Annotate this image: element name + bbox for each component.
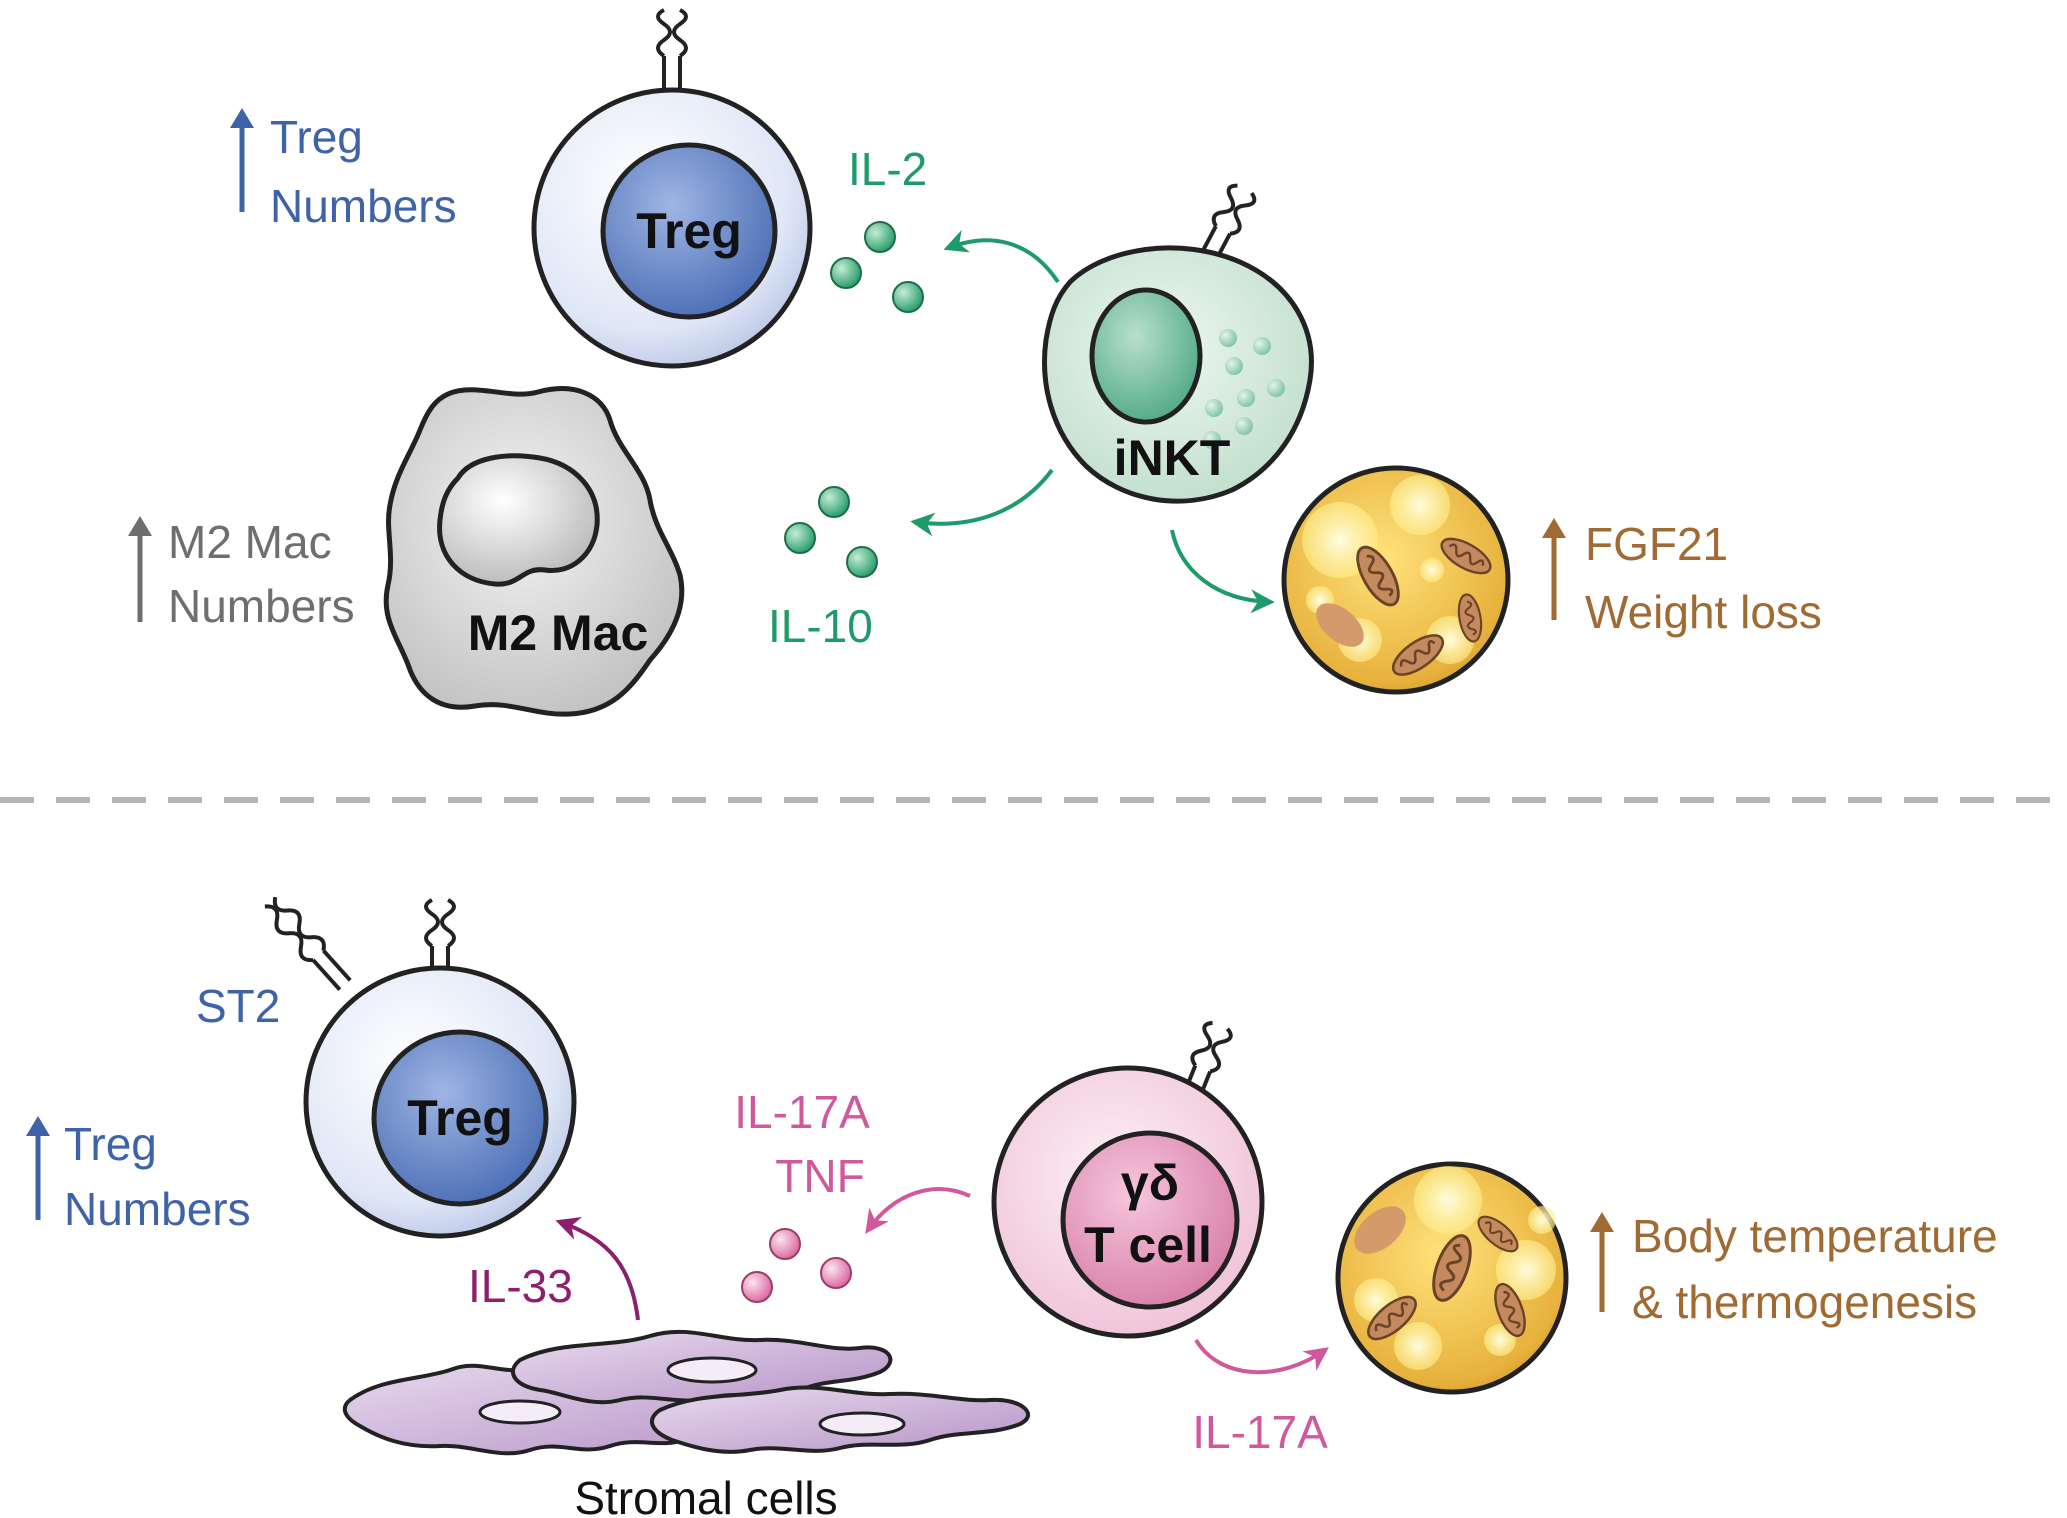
inkt-granules: [1203, 329, 1285, 449]
treg-effect-line1: Treg: [64, 1118, 157, 1170]
fgf21-weight-loss-effect: FGF21 Weight loss: [1542, 518, 1822, 638]
weight-loss-label: Weight loss: [1585, 586, 1822, 638]
treg-cell-label: Treg: [407, 1090, 513, 1146]
m2-mac-cell: M2 Mac: [383, 386, 685, 717]
tcr-receptor-icon: [656, 8, 688, 92]
m2-mac-numbers-up: M2 Mac Numbers: [128, 516, 355, 632]
st2-receptor-icon: [264, 896, 352, 992]
arrow-inkt-to-il2: [943, 229, 1060, 284]
gd-tcell-line2: T cell: [1084, 1217, 1212, 1273]
arrow-gd-to-adipocyte: [1194, 1338, 1329, 1375]
up-arrowhead-icon: [26, 1116, 50, 1136]
up-arrowhead-icon: [128, 516, 152, 536]
il2-cytokine-beads: [830, 221, 924, 313]
inkt-cell: iNKT: [1042, 183, 1314, 504]
inkt-cell-label: iNKT: [1114, 430, 1231, 486]
fgf21-label: FGF21: [1585, 518, 1728, 570]
arrow-inkt-to-adipocyte: [1170, 529, 1275, 614]
treg-cell-top: Treg: [531, 8, 813, 369]
arrow-gd-to-cytokines: [865, 1187, 971, 1234]
gd-tcell: γδ T cell: [991, 1018, 1265, 1339]
arrow-inkt-to-il10: [910, 468, 1054, 537]
up-arrowhead-icon: [1590, 1212, 1614, 1232]
cytokine-line2: TNF: [775, 1150, 864, 1202]
stromal-cells: [342, 1329, 1030, 1456]
treg-cell-bottom: Treg: [264, 896, 577, 1239]
adipocyte-top: [1281, 465, 1511, 695]
il10-label: IL-10: [768, 600, 873, 652]
m2-mac-effect-line1: M2 Mac: [168, 516, 332, 568]
thermogenesis-effect: Body temperature & thermogenesis: [1590, 1210, 1998, 1328]
il2-label: IL-2: [848, 143, 927, 195]
up-arrowhead-icon: [230, 108, 254, 128]
treg-effect-line2: Numbers: [64, 1183, 251, 1235]
m2-mac-cell-label: M2 Mac: [468, 605, 649, 661]
up-arrowhead-icon: [1542, 518, 1566, 538]
stromal-cells-label: Stromal cells: [574, 1472, 837, 1518]
treg-numbers-up-top: Treg Numbers: [230, 108, 457, 232]
il17a-tnf-cytokine-beads: [741, 1228, 852, 1303]
body-temperature-label: Body temperature: [1632, 1210, 1998, 1262]
gd-tcell-line1: γδ: [1121, 1155, 1179, 1211]
il10-cytokine-beads: [784, 486, 878, 578]
treg-effect-line2: Numbers: [270, 180, 457, 232]
arrow-stroma-to-treg: [555, 1216, 640, 1321]
treg-effect-line1: Treg: [270, 111, 363, 163]
il33-label: IL-33: [468, 1260, 573, 1312]
treg-cell-label: Treg: [636, 203, 742, 259]
adipocyte-bottom: [1335, 1161, 1569, 1395]
cytokine-line1: IL-17A: [734, 1086, 870, 1138]
treg-numbers-up-bottom: Treg Numbers: [26, 1116, 251, 1235]
il17a-label: IL-17A: [1192, 1406, 1328, 1458]
st2-label: ST2: [196, 980, 280, 1032]
m2-mac-effect-line2: Numbers: [168, 580, 355, 632]
thermogenesis-label: & thermogenesis: [1632, 1276, 1977, 1328]
